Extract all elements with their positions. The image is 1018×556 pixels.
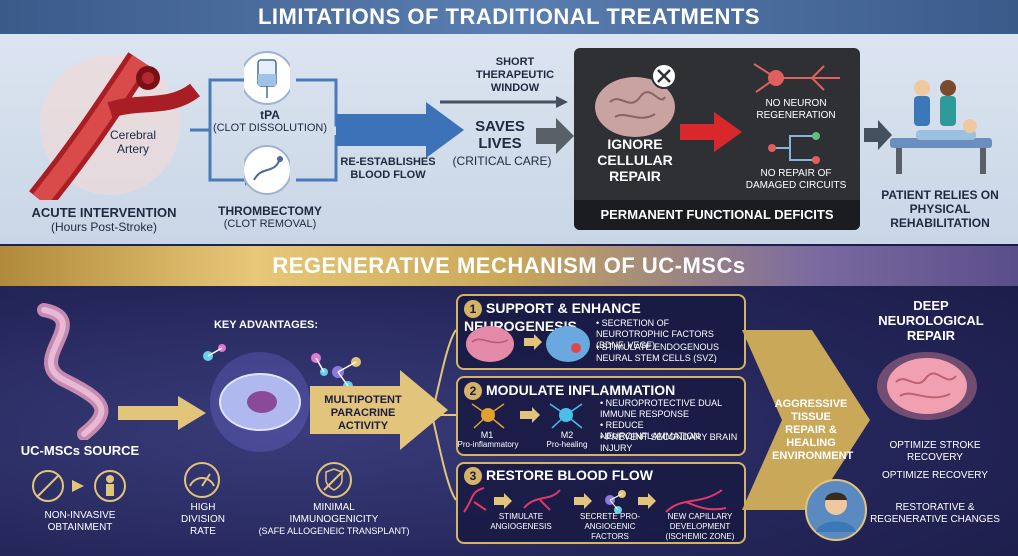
- tpa-sub: (CLOT DISSOLUTION): [212, 122, 328, 134]
- box1-bullet1: • SECRETION OF NEUROTROPHIC FACTORS (BDN…: [596, 318, 714, 350]
- noninvasive-label: NON-INVASIVE OBTAINMENT: [44, 510, 116, 533]
- box2-bullet3: • PREVENT SECONDARY BRAIN INJURY: [600, 432, 738, 453]
- noninvasive-icons: [32, 470, 126, 502]
- gray-arrow-2: [864, 120, 892, 150]
- microglia-icon: [471, 403, 583, 429]
- gray-arrow-1: [536, 118, 574, 154]
- patient-relies: PATIENT RELIES ON PHYSICAL REHABILITATIO…: [881, 188, 999, 230]
- optimize-stroke: OPTIMIZE STROKE RECOVERY: [889, 440, 981, 463]
- short-window-arrow: [440, 96, 568, 108]
- restorative-label: RESTORATIVE & REGENERATIVE CHANGES: [870, 502, 1000, 525]
- box2-number: 2: [464, 382, 482, 400]
- acute-sub: (Hours Post-Stroke): [50, 220, 158, 234]
- optimize-recovery: OPTIMIZE RECOVERY: [882, 470, 988, 481]
- bottom-title: REGENERATIVE MECHANISM OF UC-MSCs: [272, 253, 746, 278]
- box2-bullet2: • REDUCE NEUROINFLAMMATION: [600, 420, 700, 441]
- artery-label: Cerebral Artery: [109, 128, 157, 156]
- top-title: LIMITATIONS OF TRADITIONAL TREATMENTS: [257, 4, 761, 29]
- ignore-repair: IGNORE CELLULAR REPAIR: [597, 136, 673, 184]
- new-capillary-label: NEW CAPILLARY DEVELOPMENT (ISCHEMIC ZONE…: [665, 512, 735, 541]
- bottom-banner: REGENERATIVE MECHANISM OF UC-MSCs: [0, 246, 1018, 286]
- m2-sub: Pro-healing: [546, 440, 588, 449]
- box-inflammation: [456, 376, 746, 456]
- merge-arrow: [296, 78, 464, 182]
- permanent-deficits: PERMANENT FUNCTIONAL DEFICITS: [574, 200, 860, 230]
- brain-damaged-icon: [595, 63, 677, 137]
- box1-number: 1: [464, 300, 482, 318]
- m1-label: M1: [480, 430, 494, 440]
- high-division-label: HIGH DIVISION RATE: [181, 502, 225, 537]
- secrete-label: SECRETE PRO-ANGIOGENIC FACTORS: [579, 512, 640, 541]
- aggressive-arrow: [742, 330, 870, 510]
- brain-neurogenesis-icon: [466, 326, 590, 362]
- source-title: UC-MSCs SOURCE: [20, 443, 140, 458]
- key-advantages: KEY ADVANTAGES:: [213, 319, 319, 331]
- gold-arrow-1: [118, 396, 206, 430]
- box1-bullet2: • STIMULATE ENDOGENOUS NEURAL STEM CELLS…: [596, 342, 719, 363]
- gauge-icon: [184, 462, 220, 498]
- m2-label: M2: [560, 430, 574, 440]
- multipotent-arrow: [310, 370, 448, 450]
- stimulate-label: STIMULATE ANGIOGENESIS: [490, 512, 552, 531]
- angiogenesis-icons: [463, 487, 727, 514]
- no-neuron: NO NEURON REGENERATION: [756, 98, 836, 121]
- stem-cell-illustration: [203, 344, 328, 452]
- thrombectomy-icon: [244, 145, 290, 195]
- neuron-icon: [753, 63, 840, 93]
- no-repair: NO REPAIR OF DAMAGED CIRCUITS: [745, 168, 847, 191]
- shield-icon: [316, 462, 352, 498]
- iv-bag-icon: [244, 51, 290, 105]
- multipotent-label: MULTIPOTENT PARACRINE ACTIVITY: [324, 394, 402, 432]
- box-connectors: [431, 329, 457, 501]
- box2-bullet1: • NEUROPROTECTIVE DUAL IMMUNE RESPONSE: [600, 398, 722, 419]
- rehabilitation-illustration: [890, 80, 992, 174]
- tpa-title: tPA: [260, 108, 280, 122]
- red-arrow: [680, 112, 742, 152]
- box3-number: 3: [464, 467, 482, 485]
- reestablishes-label: RE-ESTABLISHES BLOOD FLOW: [340, 156, 436, 181]
- critical-care: (CRITICAL CARE): [452, 154, 552, 168]
- deep-repair-title: DEEP NEUROLOGICAL REPAIR: [878, 298, 984, 343]
- aggressive-label: AGGRESSIVE TISSUE REPAIR & HEALING ENVIR…: [772, 398, 854, 462]
- m1-sub: Pro-inflammatory: [457, 440, 519, 449]
- top-banner: LIMITATIONS OF TRADITIONAL TREATMENTS: [0, 0, 1018, 34]
- minimal-label: MINIMAL IMMUNOGENICITY: [289, 502, 379, 525]
- thromb-sub: (CLOT REMOVAL): [223, 218, 317, 230]
- thromb-title: THROMBECTOMY: [218, 204, 322, 218]
- acute-title: ACUTE INTERVENTION: [31, 205, 177, 220]
- avatar: [805, 479, 867, 541]
- umbilical-cord-illustration: [37, 303, 109, 440]
- saves-lives: SAVES LIVES: [475, 118, 525, 152]
- circuit-icon: [768, 132, 820, 164]
- short-window-label: SHORT THERAPEUTIC WINDOW: [475, 56, 555, 94]
- safe-label: (SAFE ALLOGENEIC TRANSPLANT): [258, 526, 410, 536]
- healthy-brain-icon: [877, 352, 977, 420]
- cerebral-artery-illustration: [29, 52, 200, 200]
